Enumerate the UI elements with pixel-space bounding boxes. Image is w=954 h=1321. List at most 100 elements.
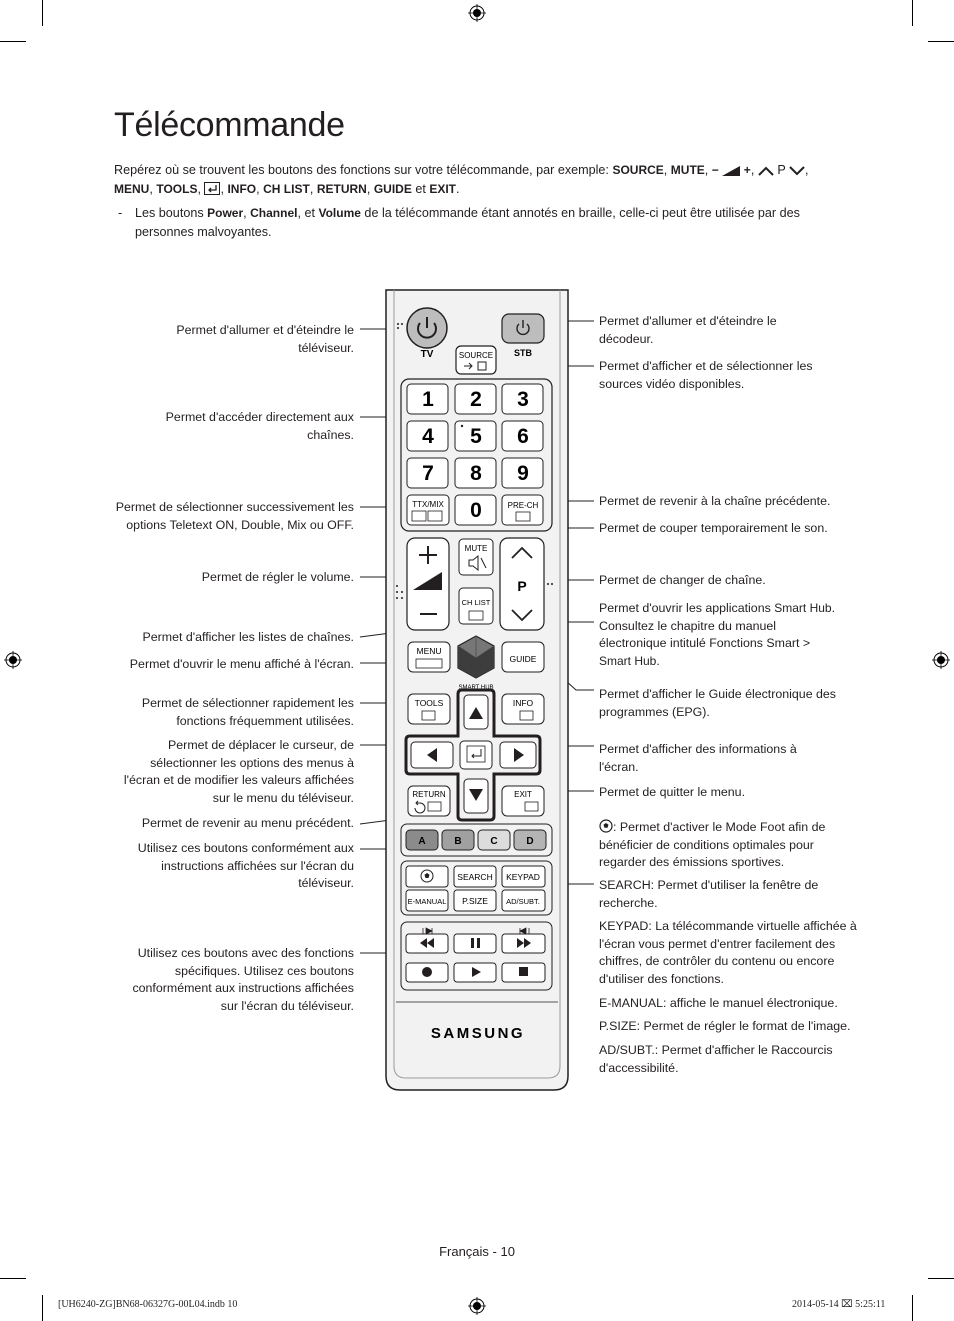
volume-wedge-icon bbox=[722, 166, 741, 176]
info-button bbox=[501, 693, 545, 725]
label-emanual: E-MANUAL: affiche le manuel électronique… bbox=[599, 996, 838, 1010]
svg-text:P: P bbox=[517, 578, 526, 594]
svg-text:SMART HUB: SMART HUB bbox=[458, 685, 493, 691]
pause-button bbox=[453, 933, 497, 954]
svg-text:E-MANUAL: E-MANUAL bbox=[408, 897, 447, 906]
ttx-mix-button bbox=[406, 494, 450, 526]
registration-mark-icon bbox=[4, 651, 22, 669]
label-power-tv: Permet d'allumer et d'éteindre le télévi… bbox=[176, 323, 354, 355]
label-foot: : Permet d'activer le Mode Foot afin de … bbox=[599, 819, 826, 869]
label-volume: Permet de régler le volume. bbox=[201, 570, 354, 584]
svg-text:GUIDE: GUIDE bbox=[510, 654, 537, 664]
svg-text:B: B bbox=[454, 836, 461, 847]
pre-ch-button bbox=[501, 494, 544, 526]
svg-text:8: 8 bbox=[470, 462, 482, 485]
svg-text:TTX/MIX: TTX/MIX bbox=[412, 500, 444, 509]
crop-mark bbox=[912, 0, 913, 26]
label-menu: Permet d'ouvrir le menu affiché à l'écra… bbox=[129, 657, 354, 671]
svg-text:EXIT: EXIT bbox=[514, 790, 532, 799]
crop-mark bbox=[912, 1295, 913, 1321]
svg-text:9: 9 bbox=[517, 462, 529, 485]
intro-paragraph: Repérez où se trouvent les boutons des f… bbox=[114, 163, 809, 196]
label-chlist: Permet d'afficher les listes de chaînes. bbox=[142, 630, 354, 644]
label-source: Permet d'afficher et de sélectionner les… bbox=[599, 359, 813, 391]
crop-mark bbox=[928, 1278, 954, 1279]
registration-mark-icon bbox=[468, 4, 486, 22]
label-cursor: Permet de déplacer le curseur, de sélect… bbox=[123, 738, 354, 805]
slug-right: 2014-05-14 ⌧ 5:25:11 bbox=[792, 1299, 886, 1310]
svg-text:3: 3 bbox=[517, 388, 529, 411]
slug-left: [UH6240-ZG]BN68-06327G-00L04.indb 10 bbox=[58, 1299, 238, 1310]
svg-text:C: C bbox=[490, 836, 497, 847]
chevron-down-icon bbox=[789, 166, 805, 176]
svg-text:A: A bbox=[418, 836, 425, 847]
label-prech: Permet de revenir à la chaîne précédente… bbox=[599, 494, 831, 508]
menu-button bbox=[407, 641, 451, 673]
svg-text:PRE-CH: PRE-CH bbox=[508, 501, 539, 510]
svg-text:MUTE: MUTE bbox=[465, 544, 488, 553]
tools-button bbox=[407, 693, 451, 725]
label-mute: Permet de couper temporairement le son. bbox=[599, 521, 828, 535]
svg-text:MENU: MENU bbox=[416, 646, 441, 656]
label-ttx: Permet de sélectionner successivement le… bbox=[115, 500, 354, 532]
svg-text:5: 5 bbox=[470, 425, 482, 448]
svg-text:6: 6 bbox=[517, 425, 529, 448]
p-size-button bbox=[453, 889, 497, 912]
stb-power-button bbox=[501, 313, 545, 344]
tv-label: TV bbox=[421, 349, 434, 360]
label-abcd: Utilisez ces boutons conformément aux in… bbox=[137, 841, 354, 890]
b-button bbox=[441, 829, 475, 851]
label-smarthub: Permet d'ouvrir les applications Smart H… bbox=[599, 601, 836, 668]
svg-text:0: 0 bbox=[470, 499, 482, 522]
remote-control: TV STB SOURCE 1 2 3 4 5 6 7 8 9 0 TTX/MI… bbox=[385, 289, 569, 1091]
svg-text:1: 1 bbox=[422, 388, 434, 411]
football-icon bbox=[599, 819, 613, 833]
page-number: Français - 10 bbox=[439, 1244, 515, 1259]
enter-button bbox=[459, 740, 493, 770]
dpad-outline bbox=[404, 688, 542, 822]
crop-mark bbox=[42, 0, 43, 26]
registration-mark-icon bbox=[932, 651, 950, 669]
label-guide: Permet d'afficher le Guide électronique … bbox=[599, 687, 837, 719]
label-adsubt: AD/SUBT.: Permet d'afficher le Raccourci… bbox=[599, 1043, 833, 1075]
label-psize: P.SIZE: Permet de régler le format de l'… bbox=[599, 1019, 851, 1033]
keypad-button bbox=[501, 865, 546, 888]
label-info: Permet d'afficher des informations à l'é… bbox=[599, 742, 797, 774]
label-channel: Permet de changer de chaîne. bbox=[599, 573, 766, 587]
svg-text:CH LIST: CH LIST bbox=[462, 598, 491, 607]
search-button bbox=[453, 865, 497, 888]
svg-text:SOURCE: SOURCE bbox=[459, 351, 493, 360]
exit-button bbox=[501, 785, 545, 817]
registration-mark-icon bbox=[468, 1297, 486, 1315]
e-manual-button bbox=[405, 889, 449, 912]
svg-text:INFO: INFO bbox=[513, 698, 534, 708]
crop-mark bbox=[42, 1295, 43, 1321]
svg-text:AD/SUBT.: AD/SUBT. bbox=[506, 897, 540, 906]
svg-text:D: D bbox=[526, 836, 533, 847]
label-keypad: KEYPAD: La télécommande virtuelle affich… bbox=[599, 919, 857, 986]
number-pad: 1 2 3 4 5 6 7 8 9 0 bbox=[406, 383, 544, 526]
stb-label: STB bbox=[514, 348, 533, 358]
crop-mark bbox=[0, 1278, 26, 1279]
return-button bbox=[407, 785, 451, 817]
crop-mark bbox=[928, 41, 954, 42]
a-button bbox=[405, 829, 439, 851]
forward-button bbox=[501, 933, 546, 954]
label-return: Permet de revenir au menu précédent. bbox=[141, 816, 354, 830]
svg-text:TOOLS: TOOLS bbox=[415, 698, 444, 708]
enter-icon bbox=[204, 182, 221, 195]
ad-subt-button bbox=[501, 889, 546, 912]
crop-mark bbox=[0, 41, 26, 42]
samsung-logo: SAMSUNG bbox=[431, 1025, 525, 1042]
c-button bbox=[477, 829, 511, 851]
svg-text:RETURN: RETURN bbox=[412, 790, 446, 799]
svg-text:KEYPAD: KEYPAD bbox=[506, 872, 540, 882]
svg-text:4: 4 bbox=[422, 425, 434, 448]
svg-text:7: 7 bbox=[422, 462, 434, 485]
channel-rocker bbox=[499, 537, 545, 631]
svg-text:2: 2 bbox=[470, 388, 482, 411]
chevron-up-icon bbox=[758, 166, 774, 176]
label-numbers: Permet d'accéder directement aux chaînes… bbox=[165, 410, 354, 442]
page-title: Télécommande bbox=[114, 106, 345, 144]
label-stb: Permet d'allumer et d'éteindre le décode… bbox=[599, 314, 777, 346]
